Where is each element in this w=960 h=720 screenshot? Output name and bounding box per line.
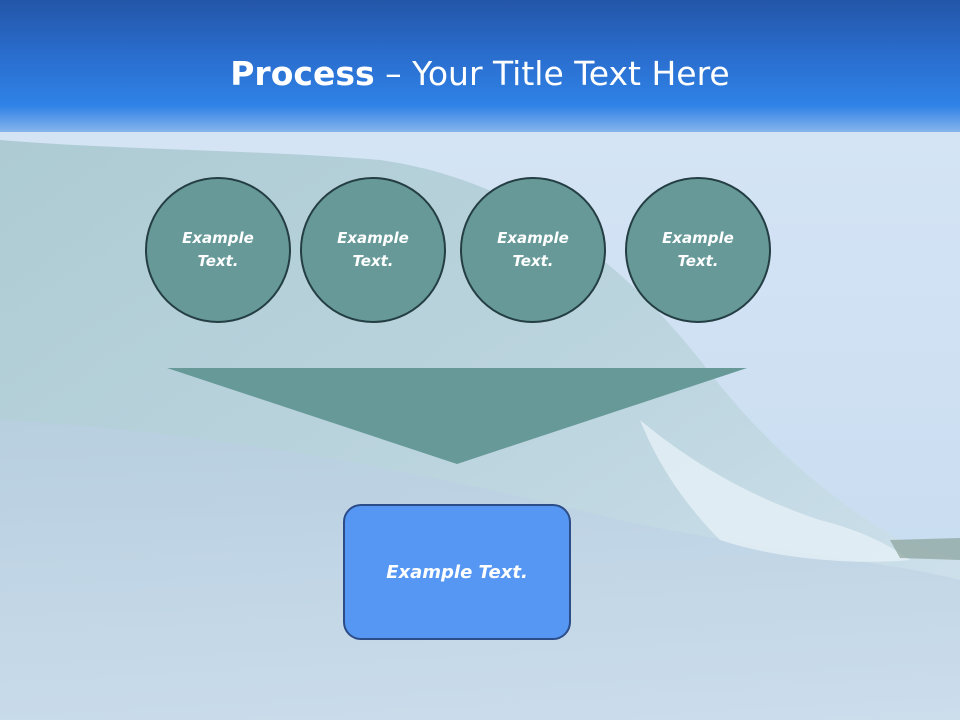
process-step-circle-3: Example Text.: [460, 177, 606, 323]
title-bold-text: Process: [230, 54, 375, 93]
title-rest-text: Your Title Text Here: [412, 54, 730, 93]
circle-label: Example Text.: [337, 229, 409, 270]
page-title: Process – Your Title Text Here: [0, 52, 960, 96]
result-box: Example Text.: [343, 504, 571, 640]
process-step-circle-2: Example Text.: [300, 177, 446, 323]
circle-label: Example Text.: [182, 229, 254, 270]
title-bar: [0, 0, 960, 132]
process-step-circle-4: Example Text.: [625, 177, 771, 323]
result-label: Example Text.: [386, 561, 528, 583]
circle-label: Example Text.: [662, 229, 734, 270]
circle-label: Example Text.: [497, 229, 569, 270]
process-step-circle-1: Example Text.: [145, 177, 291, 323]
title-separator: –: [374, 54, 413, 93]
